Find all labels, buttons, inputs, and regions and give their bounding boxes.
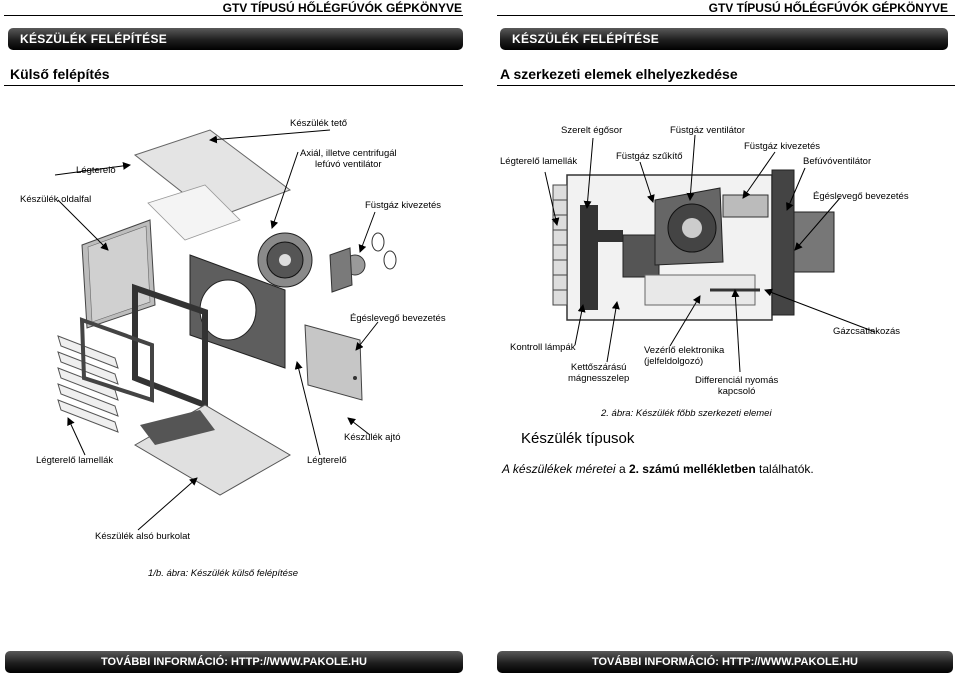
inner-frame-shape xyxy=(132,254,286,410)
label-fan: Axiál, illetve centrifugál lefúvó ventil… xyxy=(300,148,397,170)
internal-structure-diagram xyxy=(544,134,876,373)
label-burner: Szerelt égősor xyxy=(561,125,623,136)
label-side: Készülék oldalfal xyxy=(20,194,92,205)
left-section-bar: KÉSZÜLÉK FELÉPÍTÉSE xyxy=(8,28,463,50)
label-flue: Füstgáz kivezetés xyxy=(365,200,442,211)
right-running-header: GTV TÍPUSÚ HŐLÉGFÚVÓK GÉPKÖNYVE xyxy=(708,1,948,15)
label-lamps: Kontroll lámpák xyxy=(510,342,576,353)
exploded-view-diagram xyxy=(54,129,397,531)
fan-shape xyxy=(257,232,313,288)
label-flue-out: Füstgáz kivezetés xyxy=(744,141,821,152)
right-caption: 2. ábra: Készülék főbb szerkezeti elemei xyxy=(601,408,772,419)
label-bottom: Készülék alsó burkolat xyxy=(95,531,191,542)
label-flue-fan: Füstgáz ventilátor xyxy=(670,125,745,136)
control-box-shape xyxy=(622,234,660,278)
left-subtitle: Külső felépítés xyxy=(10,66,110,82)
left-slats-shape xyxy=(552,184,568,306)
left-footer: TOVÁBBI INFORMÁCIÓ: HTTP://WWW.PAKOLE.HU xyxy=(5,651,463,673)
label-top: Készülék tető xyxy=(290,118,348,129)
dimensions-text: A készülékek méretei a 2. számú mellékle… xyxy=(502,462,814,476)
types-title: Készülék típusok xyxy=(521,430,635,447)
label-deflector-2: Légterelő xyxy=(307,455,347,466)
label-deflector: Légterelő xyxy=(76,165,116,176)
label-combustion: Égéslevegő bevezetés xyxy=(350,313,446,324)
label-door: Készülék ajtó xyxy=(344,432,401,443)
left-running-header: GTV TÍPUSÚ HŐLÉGFÚVÓK GÉPKÖNYVE xyxy=(222,1,462,15)
left-caption: 1/b. ábra: Készülék külső felépítése xyxy=(148,568,298,579)
deflector-frame-shape xyxy=(79,317,154,403)
flue-fan-shape xyxy=(654,187,724,266)
top-panel-shape xyxy=(133,129,292,241)
label-pressure: Differenciál nyomás kapcsoló xyxy=(695,375,779,397)
label-electronics: Vezérlő elektronika (jelfeldolgozó) xyxy=(644,345,725,367)
burner-shape xyxy=(580,205,598,310)
label-combustion-right: Égéslevegő bevezetés xyxy=(813,191,909,202)
label-slats: Légterelő lamellák xyxy=(500,156,578,167)
label-flue-narrow: Füstgáz szűkítő xyxy=(616,151,683,162)
door-panel-shape xyxy=(304,324,363,401)
slats-shape xyxy=(57,335,119,433)
label-valve: Kettőszárású mágnesszelep xyxy=(568,362,630,384)
label-blower: Befúvóventilátor xyxy=(803,156,872,167)
right-footer: TOVÁBBI INFORMÁCIÓ: HTTP://WWW.PAKOLE.HU xyxy=(497,651,953,673)
bottom-panel-shape xyxy=(134,404,291,496)
side-wall-shape xyxy=(81,219,156,329)
right-section-bar: KÉSZÜLÉK FELÉPÍTÉSE xyxy=(500,28,948,50)
label-gas: Gázcsatlakozás xyxy=(833,326,901,337)
flue-parts-shape xyxy=(329,232,397,293)
right-subtitle: A szerkezeti elemek elhelyezkedése xyxy=(500,66,738,82)
label-deflector-slats: Légterelő lamellák xyxy=(36,455,114,466)
